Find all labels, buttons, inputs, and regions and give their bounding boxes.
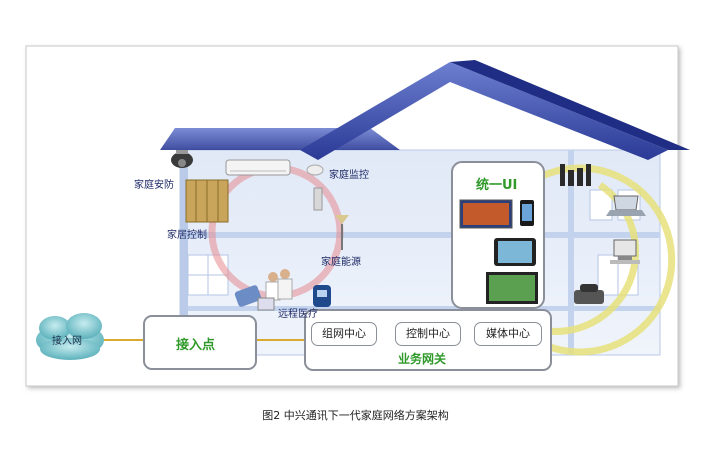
access-network-cloud xyxy=(36,313,104,360)
tv-icon xyxy=(459,199,513,229)
monitor-icon xyxy=(486,272,538,304)
security-camera-icon xyxy=(171,150,193,168)
air-conditioner-icon xyxy=(225,159,291,176)
networking-center-chip: 组网中心 xyxy=(311,322,377,346)
access-point-label: 接入点 xyxy=(176,338,216,353)
tablet-icon xyxy=(494,238,536,266)
glucose-meter-icon xyxy=(313,285,331,307)
phone-icon xyxy=(574,284,604,304)
curtain-icon xyxy=(185,179,229,223)
figure-caption: 图2 中兴通讯下一代家庭网络方案架构 xyxy=(262,409,449,422)
home-security-label: 家庭安防 xyxy=(134,180,174,191)
access-point-box xyxy=(143,315,257,370)
service-gateway-label: 业务网关 xyxy=(398,352,447,366)
home-monitoring-label: 家庭监控 xyxy=(329,170,369,181)
speakers-icon xyxy=(560,164,591,186)
doctor-icon xyxy=(265,269,293,301)
lamp-icon xyxy=(335,215,349,250)
remote-medical-label: 远程医疗 xyxy=(278,309,318,320)
smartphone-icon xyxy=(520,200,534,226)
home-energy-label: 家庭能源 xyxy=(321,257,361,268)
control-center-chip: 控制中心 xyxy=(395,322,461,346)
unified-ui-panel xyxy=(451,161,545,309)
media-center-chip: 媒体中心 xyxy=(474,322,542,346)
access-network-label: 接入网 xyxy=(52,336,82,347)
laptop-icon xyxy=(606,195,646,216)
unified-ui-label: 统一UI xyxy=(476,178,518,193)
sensor-icon xyxy=(313,187,323,211)
home-control-label: 家居控制 xyxy=(167,230,207,241)
smoke-detector-icon xyxy=(306,164,324,176)
desktop-computer-icon xyxy=(610,239,640,264)
blood-pressure-monitor-icon xyxy=(234,285,275,311)
